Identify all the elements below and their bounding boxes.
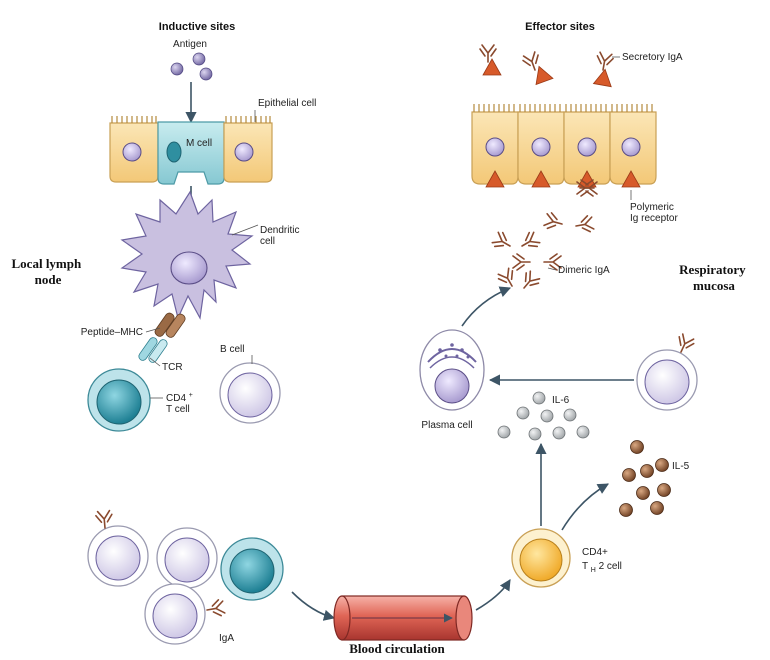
il6-cytokines [497,391,590,441]
circulating-cells [87,509,284,645]
inductive-epithelium: M cell [109,116,273,185]
cd4-th2-label-t: T [582,561,588,572]
blood-vessel [333,595,473,641]
polymeric-ig-receptor-label: Polymeric Ig receptor [630,202,678,224]
m-cell-nucleus [166,141,182,163]
cd4-th2-label-cd4: CD4+ [582,547,608,558]
il6-label: IL-6 [552,395,570,406]
cd4-t-cell-label-tcell: T cell [166,404,190,415]
dendritic-cell [120,190,254,320]
effector-sites-heading: Effector sites [525,21,595,33]
cd4-th2-label-h: H [591,567,596,574]
inductive-sites-heading: Inductive sites [159,21,235,33]
epithelial-cell-label: Epithelial cell [258,98,316,109]
tcr-complex [138,337,168,363]
b-cell-circulating [156,527,218,589]
dimeric-iga [542,211,595,235]
antigen-particles [170,52,213,81]
antigen-particle [192,52,206,66]
epithelial-nucleus [122,142,142,162]
il5-cytokines [619,440,671,517]
secretory-iga [520,50,554,85]
local-lymph-node-line1: Local lymph [12,256,82,271]
t-cell-circulating [220,537,284,601]
dimeric-iga [512,253,562,271]
il5-label: IL-5 [672,461,690,472]
effector-epithelial-cell [517,104,565,185]
dimeric-iga-group [490,211,595,294]
cd4-t-cell-label-plus: + [189,392,193,399]
effector-epithelium [471,104,657,185]
antigen-particle [199,67,213,81]
cd4-t-cell-label: CD4 + T cell [166,389,196,415]
effector-epithelial-cell [563,104,611,185]
antigen-label: Antigen [173,39,207,50]
dimeric-iga [490,229,542,254]
dendritic-cell-label-line1: Dendritic [260,225,299,236]
respiratory-mucosa-line1: Respiratory [679,262,746,277]
b-cell [219,362,281,424]
local-lymph-node-line2: node [35,272,62,287]
m-cell-label: M cell [186,138,212,149]
dimeric-iga-label: Dimeric IgA [558,265,610,276]
secretory-iga [479,44,502,76]
iga-b-cell-circulating-lower [144,583,226,645]
plasma-cell-label: Plasma cell [421,420,472,431]
dendritic-nucleus [170,251,208,285]
respiratory-mucosa-heading: Respiratory mucosa [679,262,749,293]
arrow-th2-to-il5 [561,483,609,531]
cd4-t-cell-label-cd4: CD4 [166,393,186,404]
iga-label: IgA [219,633,234,644]
epithelial-nucleus [234,142,254,162]
b-cell-label: B cell [220,344,244,355]
iga-b-cell-circulating [87,509,149,587]
cd4-t-cell [87,368,151,432]
m-cell [157,121,225,185]
dendritic-cell-label-line2: cell [260,236,275,247]
dimeric-iga [495,266,542,294]
blood-circulation-label: Blood circulation [349,641,445,656]
iga-b-cell-respiratory [636,332,698,411]
arrow-cells-to-blood [291,591,336,621]
respiratory-mucosa-line2: mucosa [693,278,735,293]
local-lymph-node-heading: Local lymph node [12,256,85,287]
secretory-iga-group [479,44,615,88]
cd4-th2-cell-label: CD4+ T H 2 cell [582,547,622,575]
arrow-blood-to-th2 [475,579,511,611]
polymeric-ig-receptor-label-line1: Polymeric [630,202,674,213]
antigen-particle [170,62,184,76]
effector-epithelial-cell [471,104,519,185]
secretory-iga-label: Secretory IgA [622,52,683,63]
cd4-th2-label-rest: 2 cell [599,561,622,572]
effector-epithelial-cell [609,104,657,185]
cd4-th2-cell [511,528,571,588]
polymeric-ig-receptor-label-line2: Ig receptor [630,213,678,224]
dendritic-cell-label: Dendritic cell [260,225,302,247]
plasma-cell [419,329,485,411]
peptide-mhc-complex [154,312,186,338]
arrow-plasma-to-dimeric-iga [461,286,512,327]
peptide-mhc-label: Peptide–MHC [81,327,143,338]
tcr-label: TCR [162,362,183,373]
